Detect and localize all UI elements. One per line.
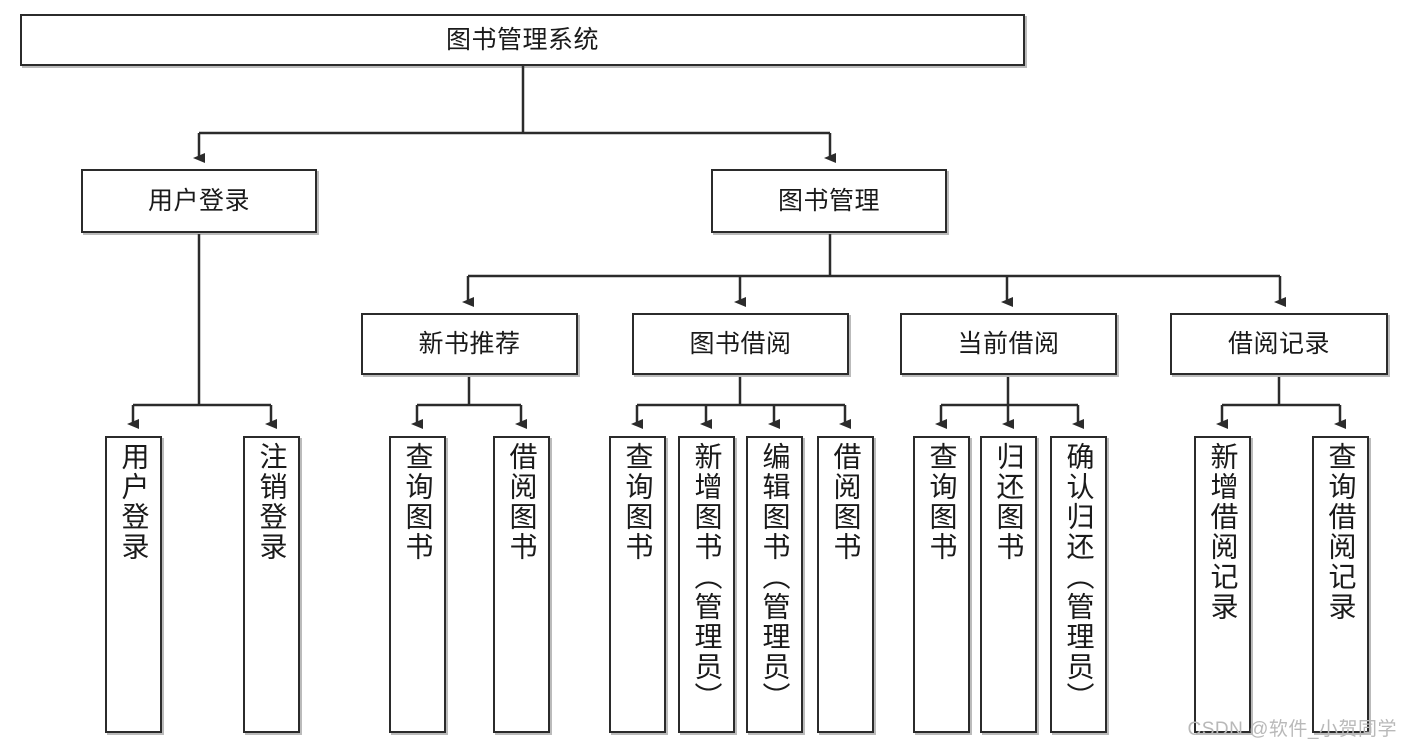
leaf-user-login-login-label: 用户登录: [118, 442, 150, 562]
leaf-current-query-book-label: 查询图书: [926, 442, 958, 562]
leaf-borrow-add-book-label: 新增图书（管理员）: [691, 442, 723, 712]
leaf-user-login-login[interactable]: 用户登录: [105, 436, 162, 733]
node-root[interactable]: 图书管理系统: [20, 14, 1025, 66]
node-borrow-record[interactable]: 借阅记录: [1170, 313, 1388, 375]
leaf-recommend-borrow-book-label: 借阅图书: [506, 442, 538, 562]
leaf-record-query-record-label: 查询借阅记录: [1325, 442, 1357, 622]
leaf-current-return-book[interactable]: 归还图书: [980, 436, 1037, 733]
node-new-book-recommend[interactable]: 新书推荐: [361, 313, 578, 375]
node-borrow-record-label: 借阅记录: [1227, 329, 1330, 358]
leaf-borrow-edit-book-label: 编辑图书（管理员）: [759, 442, 791, 712]
leaf-borrow-borrow-book[interactable]: 借阅图书: [817, 436, 874, 733]
leaf-borrow-borrow-book-label: 借阅图书: [830, 442, 862, 562]
node-root-label: 图书管理系统: [445, 25, 599, 54]
node-book-management[interactable]: 图书管理: [711, 169, 947, 233]
leaf-borrow-add-book[interactable]: 新增图书（管理员）: [678, 436, 735, 733]
node-current-borrow-label: 当前借阅: [957, 329, 1060, 358]
leaf-record-add-record-label: 新增借阅记录: [1207, 442, 1239, 622]
leaf-recommend-query-book-label: 查询图书: [402, 442, 434, 562]
leaf-borrow-edit-book[interactable]: 编辑图书（管理员）: [746, 436, 803, 733]
node-current-borrow[interactable]: 当前借阅: [900, 313, 1117, 375]
leaf-record-query-record[interactable]: 查询借阅记录: [1312, 436, 1369, 733]
node-user-login-label: 用户登录: [147, 186, 250, 215]
leaf-borrow-query-book[interactable]: 查询图书: [609, 436, 666, 733]
node-user-login[interactable]: 用户登录: [81, 169, 317, 233]
leaf-recommend-query-book[interactable]: 查询图书: [389, 436, 446, 733]
node-book-borrow[interactable]: 图书借阅: [632, 313, 849, 375]
node-book-management-label: 图书管理: [777, 186, 880, 215]
leaf-current-confirm-return[interactable]: 确认归还（管理员）: [1050, 436, 1107, 733]
leaf-record-add-record[interactable]: 新增借阅记录: [1194, 436, 1251, 733]
leaf-recommend-borrow-book[interactable]: 借阅图书: [493, 436, 550, 733]
leaf-user-login-logout-label: 注销登录: [256, 442, 288, 562]
leaf-current-return-book-label: 归还图书: [993, 442, 1025, 562]
node-book-borrow-label: 图书借阅: [689, 329, 792, 358]
watermark-text: CSDN @软件_小贺同学: [1187, 719, 1397, 740]
leaf-borrow-query-book-label: 查询图书: [622, 442, 654, 562]
leaf-user-login-logout[interactable]: 注销登录: [243, 436, 300, 733]
node-new-book-recommend-label: 新书推荐: [418, 329, 521, 358]
leaf-current-query-book[interactable]: 查询图书: [913, 436, 970, 733]
leaf-current-confirm-return-label: 确认归还（管理员）: [1063, 442, 1095, 712]
